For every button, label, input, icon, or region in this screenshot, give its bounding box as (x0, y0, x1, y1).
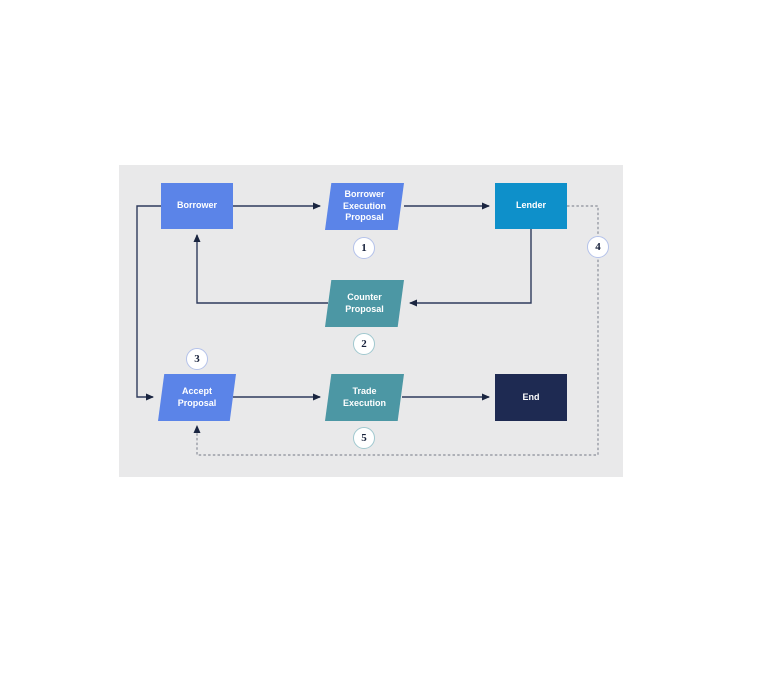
arrow-lender-to-counter (409, 229, 532, 307)
step-marker-2-number: 2 (361, 338, 367, 350)
node-borrower-execution-proposal: Borrower Execution Proposal (325, 183, 404, 230)
step-marker-4: 4 (587, 236, 609, 258)
node-borrower: Borrower (161, 183, 233, 229)
step-marker-2: 2 (353, 333, 375, 355)
node-end-label: End (522, 391, 540, 402)
step-marker-5-number: 5 (361, 432, 367, 444)
step-marker-5: 5 (353, 427, 375, 449)
node-trade-execution: Trade Execution (325, 374, 404, 421)
step-marker-1: 1 (353, 237, 375, 259)
node-trade-execution-label: Trade Execution (342, 385, 386, 408)
node-borrower-execution-proposal-label: Borrower Execution Proposal (342, 188, 386, 223)
connector-layer (136, 202, 599, 456)
step-marker-3: 3 (186, 348, 208, 370)
node-accept-proposal-label: Accept Proposal (177, 385, 217, 408)
node-counter-proposal: Counter Proposal (325, 280, 404, 327)
flowchart-panel: Borrower Borrower Execution Proposal Len… (119, 165, 623, 477)
step-marker-3-number: 3 (194, 353, 200, 365)
step-marker-1-number: 1 (361, 242, 367, 254)
arrow-counter-to-borrower (193, 234, 328, 304)
node-lender-label: Lender (515, 200, 546, 211)
node-accept-proposal: Accept Proposal (158, 374, 236, 421)
dashed-arrow-lender-to-accept (193, 205, 599, 456)
step-marker-4-number: 4 (595, 241, 601, 253)
arrow-borrower-to-accept (136, 205, 161, 401)
node-counter-proposal-label: Counter Proposal (345, 291, 384, 314)
node-end: End (495, 374, 567, 421)
node-borrower-label: Borrower (176, 200, 217, 211)
node-lender: Lender (495, 183, 567, 229)
